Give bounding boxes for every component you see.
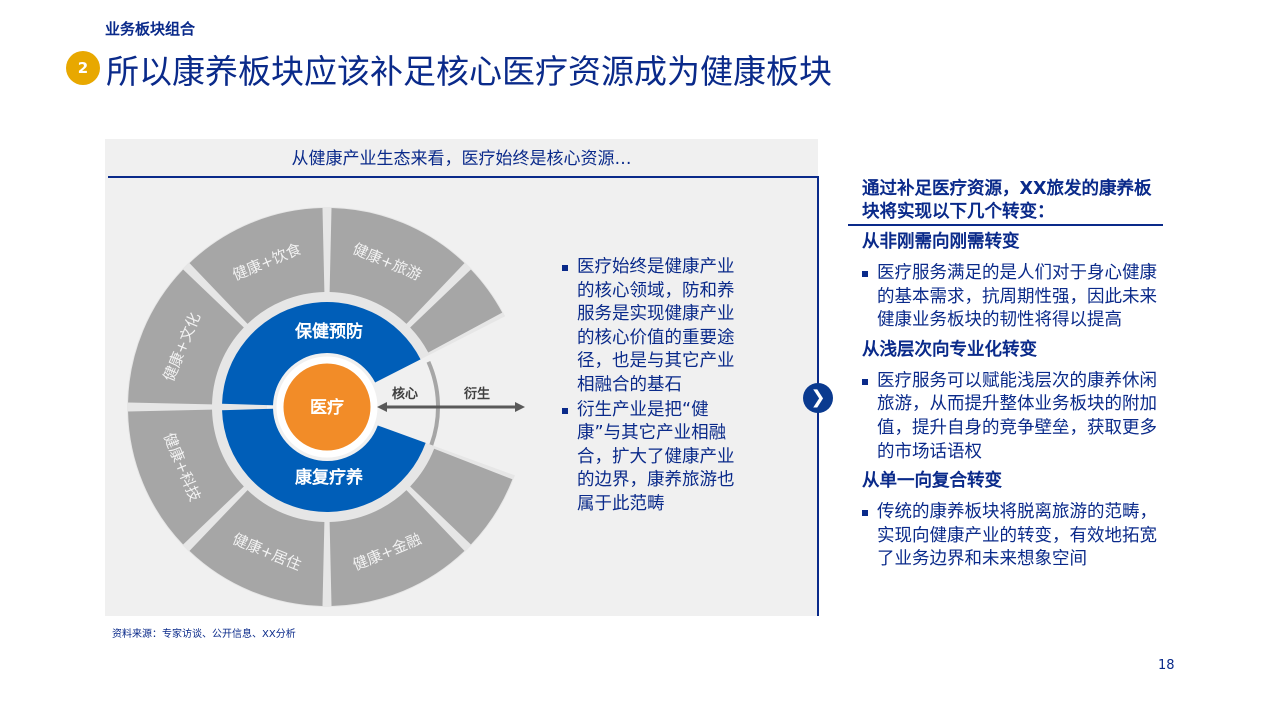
outer-segment [329, 490, 465, 606]
bullet-item: 传统的康养板块将脱离旅游的范畴，实现向健康产业的转变，有效地拓宽了业务边界和未来… [862, 501, 1162, 572]
inner-bottom-label: 康复疗养 [295, 467, 364, 488]
core-circle [276, 356, 378, 458]
outer-segment [189, 490, 325, 606]
source-note: 资料来源：专家访谈、公开信息、XX分析 [112, 629, 296, 640]
chevron-right-icon: ❯ [803, 383, 833, 413]
bullet-item: 医疗服务满足的是人们对于身心健康的基本需求，抗周期性强，因此未来健康业务板块的韧… [862, 262, 1162, 333]
inner-top-label: 保健预防 [294, 321, 363, 342]
outer-segment [189, 208, 325, 324]
core-boundary-arc [426, 361, 440, 446]
outer-segment [410, 448, 513, 545]
right-panel-heading: 通过补足医疗资源，XX旅发的康养板块将实现以下几个转变： [862, 179, 1152, 222]
outer-segment [410, 269, 503, 353]
right-panel: 通过补足医疗资源，XX旅发的康养板块将实现以下几个转变： 从非刚需向刚需转变 医… [862, 178, 1162, 573]
diagram-explanation: 医疗始终是健康产业的核心领域，防和养服务是实现健康产业的核心价值的重要途径，也是… [562, 256, 737, 518]
page-title: 所以康养板块应该补足核心医疗资源成为健康板块 [106, 52, 832, 91]
bullet-item: 医疗服务可以赋能浅层次的康养休闲旅游，从而提升整体业务板块的附加值，提升自身的竞… [862, 370, 1162, 464]
divider [848, 224, 1163, 226]
bullet-item: 衍生产业是把“健康”与其它产业相融合，扩大了健康产业的边界，康养旅游也属于此范畴 [562, 399, 737, 517]
section-label: 业务板块组合 [105, 20, 196, 38]
page-number: 18 [1158, 658, 1175, 673]
step-number-badge: 2 [66, 51, 100, 85]
arrowhead-right-icon [515, 402, 525, 412]
bullet-item: 医疗始终是健康产业的核心领域，防和养服务是实现健康产业的核心价值的重要途径，也是… [562, 256, 737, 398]
inner-segment-rehab [222, 408, 426, 512]
divider [108, 176, 819, 178]
arrowhead-left-icon [377, 402, 387, 412]
health-ecosystem-diagram: 医疗 保健预防 康复疗养 核心 衍生 健康+饮食 健康+文化 健康+科技 健康+… [127, 207, 525, 607]
outer-segment [128, 409, 244, 545]
outer-segment [329, 208, 465, 324]
section-title: 从单一向复合转变 [862, 471, 1002, 492]
inner-segment-prevention [222, 302, 421, 406]
section-title: 从非刚需向刚需转变 [862, 232, 1020, 252]
core-label: 核心 [392, 386, 418, 402]
section-title: 从浅层次向专业化转变 [862, 339, 1037, 360]
center-label: 医疗 [310, 397, 344, 418]
left-panel-heading: 从健康产业生态来看，医疗始终是核心资源… [291, 149, 632, 169]
outer-segment [128, 269, 244, 405]
derived-label: 衍生 [463, 386, 490, 402]
